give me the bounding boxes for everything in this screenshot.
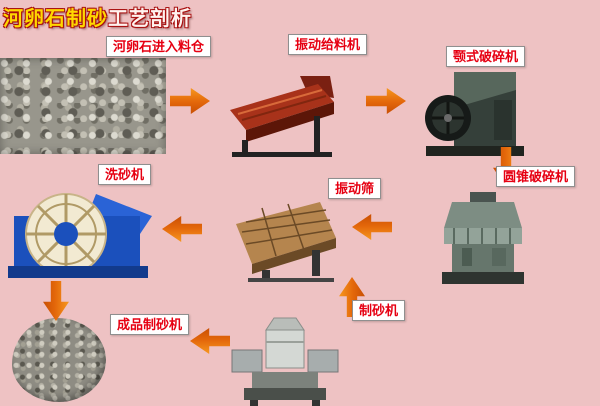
jaw-crusher-image [425,72,524,156]
label-pebble-feed: 河卵石进入料仓 [106,36,212,57]
vibrating-screen-image [236,202,336,282]
page-title-part2: 工艺剖析 [108,8,192,30]
page-title-part1: 河卵石制砂 [3,8,108,30]
arrow-right-icon [170,88,210,114]
arrow-left-icon [352,214,392,240]
sand-maker-image [231,317,339,406]
label-cone-crusher: 圆锥破碎机 [496,166,576,187]
label-screen: 振动筛 [328,178,382,199]
label-jaw-crusher: 颚式破碎机 [446,46,526,67]
cone-crusher-image [442,192,524,284]
label-washer: 洗砂机 [98,164,152,185]
label-feeder: 振动给料机 [288,34,368,55]
arrow-left-icon [190,328,230,354]
pebble-material-photo [0,58,166,154]
page-title: 河卵石制砂工艺剖析 [3,2,192,31]
arrow-right-icon [366,88,406,114]
arrow-down-icon [43,281,69,321]
label-finished-sand: 成品制砂机 [110,314,190,335]
sand-washer-image [8,193,152,278]
vibrating-feeder-image [230,76,334,157]
label-sand-maker: 制砂机 [352,300,406,321]
finished-sand-photo [12,318,106,402]
arrow-left-icon [162,216,202,242]
